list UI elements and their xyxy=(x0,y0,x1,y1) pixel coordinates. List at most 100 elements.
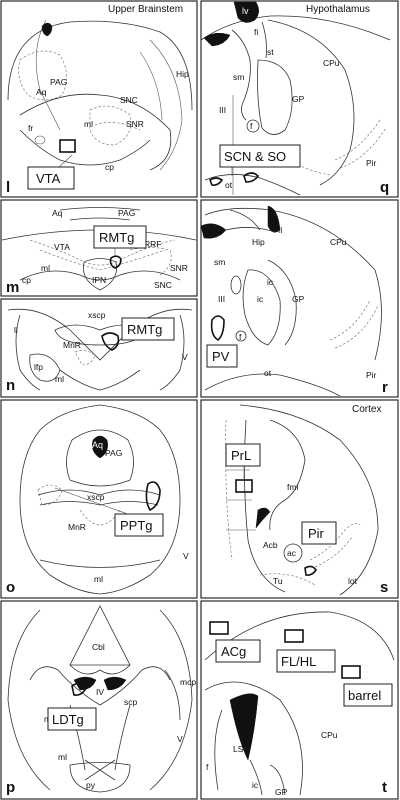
panel-letter-m: m xyxy=(6,279,19,296)
label-gp: GP xyxy=(292,294,305,304)
label-mcp: mcp xyxy=(180,677,196,687)
panel-letter-r: r xyxy=(382,379,388,396)
label-f: f xyxy=(239,332,242,342)
barrel-roi xyxy=(341,665,361,679)
rmtg-roi-m xyxy=(109,255,122,269)
panel-letter-q: q xyxy=(380,179,389,196)
label-fi: fi xyxy=(254,27,258,37)
panel-r: Hip fi sm CPu ic ic GP III f ot Pir PV r xyxy=(200,199,399,398)
region-box-pir xyxy=(301,521,337,545)
label-ml: ml xyxy=(58,752,67,762)
region-box-pv xyxy=(206,344,238,368)
panel-l: Upper Brainstem Aq PAG Hip SNC ml fr SNR… xyxy=(0,0,198,198)
label-iv: IV xyxy=(96,687,104,697)
rmtg-roi-n xyxy=(101,332,120,351)
label-snr: SNR xyxy=(126,119,144,129)
label-ot: ot xyxy=(225,180,233,190)
label-snc: SNC xyxy=(154,280,172,290)
panel-m: Aq PAG RRF VTA ml IPN cp SNR SNC RMTg m xyxy=(0,199,198,297)
panel-s: Cortex fmi Acb ac Tu lot PrL Pir s xyxy=(200,399,399,599)
label-rrf: RRF xyxy=(144,239,161,249)
label-gp: GP xyxy=(275,787,288,797)
region-box-vta xyxy=(27,166,75,190)
label-sm: sm xyxy=(214,257,225,267)
label-pag: PAG xyxy=(118,208,135,218)
label-aq: Aq xyxy=(52,208,63,218)
region-box-scn-so xyxy=(219,144,301,168)
region-box-rmtg-n xyxy=(121,317,175,341)
label-cpu: CPu xyxy=(323,58,340,68)
region-label-ldtg: LDTg xyxy=(52,712,84,727)
label-v: V xyxy=(177,734,183,744)
region-label-rmtg-n: RMTg xyxy=(127,322,162,337)
label-ml: ml xyxy=(94,574,103,584)
panel-letter-l: l xyxy=(6,179,10,196)
panel-o: Aq PAG xscp MnR V ml PPTg o xyxy=(0,399,198,599)
panel-q-title: Hypothalamus xyxy=(306,4,370,15)
label-pir: Pir xyxy=(366,370,377,380)
panel-n: xscp ll MnR lfp ml V RMTg n xyxy=(0,298,198,398)
label-acb: Acb xyxy=(263,540,278,550)
label-ml: ml xyxy=(55,374,64,384)
panel-p-frame xyxy=(0,600,198,800)
label-xscp: xscp xyxy=(87,492,105,502)
label-mnr: MnR xyxy=(68,522,86,532)
label-mnr: MnR xyxy=(63,340,81,350)
panel-letter-p: p xyxy=(6,779,15,796)
label-iii: III xyxy=(218,294,225,304)
label-gp: GP xyxy=(292,94,305,104)
aqueduct-shape-o xyxy=(92,435,108,459)
ldtg-roi xyxy=(71,682,87,696)
label-ll: ll xyxy=(14,325,18,335)
aqueduct-shape xyxy=(41,22,53,37)
region-box-ldtg xyxy=(47,707,97,731)
panel-letter-o: o xyxy=(6,579,15,596)
pv-roi xyxy=(210,315,225,341)
panel-s-title: Cortex xyxy=(352,404,381,415)
region-box-acg xyxy=(215,639,261,663)
label-scp: scp xyxy=(124,697,138,707)
label-hip: Hip xyxy=(252,237,265,247)
label-ml: ml xyxy=(41,263,50,273)
flhl-roi xyxy=(284,629,304,643)
region-label-pv: PV xyxy=(212,349,230,364)
label-cbl: Cbl xyxy=(92,642,105,652)
label-xscp: xscp xyxy=(88,310,106,320)
label-ot: ot xyxy=(264,368,272,378)
label-cp: cp xyxy=(22,275,31,285)
panel-q: Hypothalamus lv fi st sm CPu GP III f Pi… xyxy=(200,0,399,198)
vta-roi-outline xyxy=(59,139,76,153)
region-label-prl: PrL xyxy=(231,448,251,463)
panel-o-frame xyxy=(0,399,198,599)
label-v: V xyxy=(182,352,188,362)
label-snc: SNC xyxy=(120,95,138,105)
label-ml: ml xyxy=(84,119,93,129)
label-lv: lv xyxy=(242,6,249,16)
label-pag: PAG xyxy=(50,77,67,87)
label-fmi: fmi xyxy=(287,482,298,492)
label-fi: fi xyxy=(278,225,282,235)
region-box-rmtg-m xyxy=(93,225,147,249)
label-iii: III xyxy=(219,105,226,115)
region-label-pir: Pir xyxy=(308,526,325,541)
panel-l-title: Upper Brainstem xyxy=(108,4,183,15)
region-label-flhl: FL/HL xyxy=(281,654,316,669)
region-label-barrel: barrel xyxy=(348,688,381,703)
label-tu: Tu xyxy=(273,576,283,586)
label-ic-1: ic xyxy=(267,277,274,287)
label-ic: ic xyxy=(252,780,259,790)
label-f: f xyxy=(250,121,253,131)
label-sm: sm xyxy=(233,72,244,82)
label-ipn: IPN xyxy=(92,275,106,285)
label-fr: fr xyxy=(28,123,33,133)
label-st: st xyxy=(267,47,274,57)
lateral-ventricle-t xyxy=(229,693,259,761)
panel-p: Cbl IV scp mcp mlf V ml py LDTg p xyxy=(0,600,198,800)
label-cpu: CPu xyxy=(321,730,338,740)
region-label-rmtg-m: RMTg xyxy=(99,230,134,245)
region-box-pptg xyxy=(114,513,164,537)
label-vta: VTA xyxy=(54,242,70,252)
pptg-roi xyxy=(145,481,161,512)
label-cp: cp xyxy=(105,162,114,172)
region-label-acg: ACg xyxy=(221,644,246,659)
